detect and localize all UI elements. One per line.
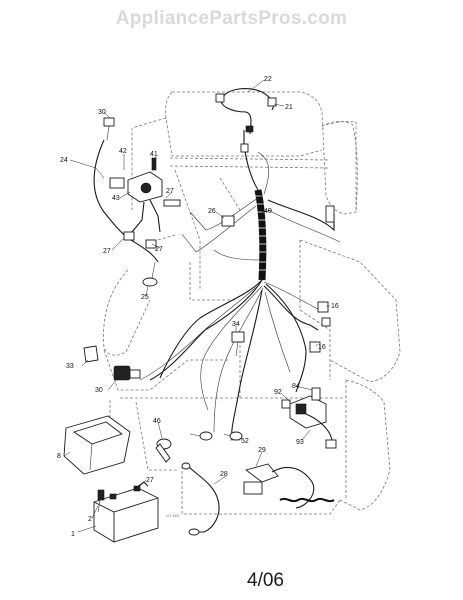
callout-93: 93 (296, 439, 304, 446)
plug-connector-30 (113, 365, 141, 381)
callout-40: 40 (264, 208, 272, 215)
callout-52: 52 (241, 438, 249, 445)
callout-21: 21 (285, 104, 293, 111)
chassis-outline (103, 91, 401, 515)
callout-27: 27 (103, 248, 111, 255)
callout-25: 25 (141, 294, 149, 301)
callout-30: 30 (98, 109, 106, 116)
callout-2: 2 (88, 516, 92, 523)
leader-lines (63, 79, 330, 533)
right-connectors (309, 205, 335, 353)
drawing-code: GT-WD (166, 513, 180, 518)
callout-43: 43 (112, 195, 120, 202)
callout-27: 27 (155, 246, 163, 253)
callout-34: 34 (232, 321, 240, 328)
callout-27: 27 (146, 477, 154, 484)
callout-33: 33 (66, 363, 74, 370)
callout-8: 8 (57, 453, 61, 460)
ignition-cable-assembly (93, 117, 181, 287)
battery-cable-28 (181, 462, 220, 536)
callout-16: 16 (331, 303, 339, 310)
callout-42: 42 (119, 148, 127, 155)
callout-28: 28 (220, 471, 228, 478)
callout-22: 22 (264, 76, 272, 83)
battery (93, 481, 159, 543)
callout-84: 84 (292, 383, 300, 390)
callout-26: 26 (208, 208, 216, 215)
callout-24: 24 (60, 157, 68, 164)
callout-41: 41 (150, 151, 158, 158)
callout-1: 1 (71, 531, 75, 538)
callout-30: 30 (95, 387, 103, 394)
coiled-lead-29 (243, 463, 335, 509)
callout-labels: 22 21 30 24 42 41 43 27 27 27 25 26 40 1… (57, 76, 339, 538)
bracket-33 (83, 345, 99, 363)
callout-27: 27 (166, 188, 174, 195)
battery-tray (63, 415, 131, 475)
callout-16: 16 (318, 344, 326, 351)
main-harness-bundle (139, 130, 341, 441)
callout-29: 29 (258, 447, 266, 454)
switch-group (281, 387, 337, 449)
callout-46: 46 (153, 418, 161, 425)
watermark-text: AppliancePartsPros.com (115, 8, 348, 29)
revision-date: 4/06 (247, 570, 284, 591)
small-parts (155, 431, 243, 463)
relay-part (221, 215, 245, 357)
callout-92: 92 (274, 389, 282, 396)
top-connector-wire (215, 88, 277, 153)
